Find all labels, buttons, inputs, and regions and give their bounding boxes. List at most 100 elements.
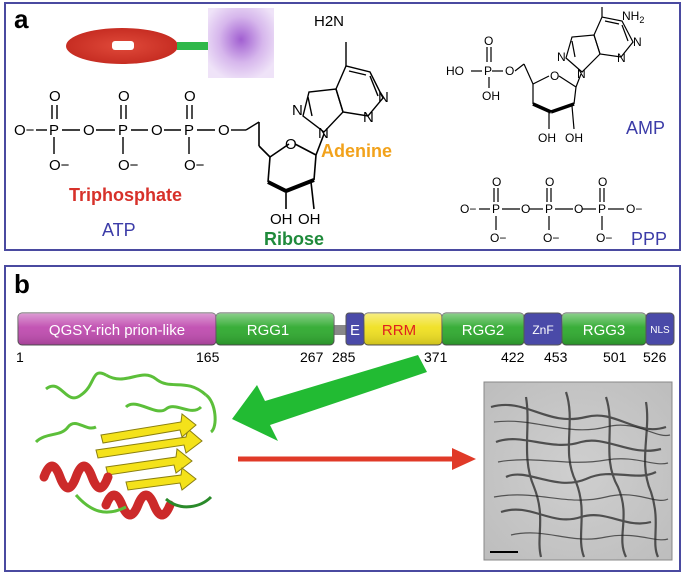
ppp-o-minus-left: O−	[460, 202, 476, 216]
atom-ribose-o: O	[285, 136, 297, 153]
panel-b-figure: QGSY-rich prion-like RGG1 E RRM RGG2 ZnF…	[16, 312, 675, 561]
adenine-cartoon-square	[208, 8, 274, 78]
electron-micrograph	[483, 381, 673, 561]
position-371: 371	[424, 349, 448, 365]
amp-label: AMP	[626, 118, 665, 138]
domain-znf-label: ZnF	[532, 323, 553, 337]
ppp-o-minus-bottom3: O−	[596, 231, 612, 245]
amp-o-top: O	[484, 34, 493, 48]
amp-o-bridge: O	[505, 64, 514, 78]
domain-rgg3-label: RGG3	[583, 322, 626, 339]
domain-nls-label: NLS	[650, 325, 670, 336]
atom-o-minus-left: O−	[14, 122, 35, 139]
atp-adenine-rings	[302, 42, 384, 133]
atp-adenine-atoms: N N N N H2N	[292, 13, 389, 142]
ppp-o-bridge2: O	[574, 202, 583, 216]
ppp-p3: P	[598, 202, 606, 216]
panel-b: b QGSY-rich prion-like RGG1 E	[4, 265, 681, 572]
ppp-o-minus-bottom1: O−	[490, 231, 506, 245]
ppp-o-bridge1: O	[521, 202, 530, 216]
domain-e-label: E	[350, 322, 360, 339]
green-arrow	[232, 355, 427, 441]
atom-o-minus-bottom2: O−	[118, 157, 139, 174]
amp-n9: N	[577, 67, 586, 81]
amp-n3: N	[617, 51, 626, 65]
panel-a: a P P P O O	[4, 2, 681, 251]
atp-oh-1: OH	[270, 211, 293, 228]
domain-architecture-bar: QGSY-rich prion-like RGG1 E RRM RGG2 ZnF…	[17, 312, 675, 346]
triphosphate-label: Triphosphate	[69, 185, 182, 205]
position-1: 1	[16, 349, 24, 365]
amp-ring-o: O	[550, 69, 559, 83]
atom-p2: P	[118, 122, 128, 139]
position-453: 453	[544, 349, 568, 365]
position-422: 422	[501, 349, 525, 365]
atom-o-bridge2: O	[151, 122, 163, 139]
atom-o-minus-bottom3: O−	[184, 157, 205, 174]
atp-triphosphate-structure: P P P O O O O O O O− O− O− O−	[14, 88, 230, 174]
domain-rgg1-label: RGG1	[247, 322, 290, 339]
ppp-atoms: O− P P P O O O− O O O O− O− O−	[460, 175, 642, 245]
atp-nh2-label: H2N	[314, 13, 344, 30]
atom-n1: N	[378, 89, 389, 106]
domain-rrm-gloss	[364, 313, 442, 345]
atp-label: ATP	[102, 220, 136, 240]
residue-positions: 1 165 267 285 371 422 453 501 526	[16, 349, 667, 365]
position-285: 285	[332, 349, 356, 365]
panel-b-label: b	[14, 269, 30, 299]
atp-oh-2: OH	[298, 211, 321, 228]
panel-a-chemistry: P P P O O O O O O O− O− O− O−	[14, 7, 667, 249]
amp-n7: N	[557, 50, 566, 64]
ppp-o-minus-bottom2: O−	[543, 231, 559, 245]
domain-linker	[334, 325, 348, 335]
position-501: 501	[603, 349, 627, 365]
rrm-ribbon-structure	[34, 371, 217, 520]
domain-rgg2-label: RGG2	[462, 322, 505, 339]
domain-qgsy-label: QGSY-rich prion-like	[49, 322, 185, 339]
ppp-o-top1: O	[492, 175, 501, 189]
atom-n9: N	[318, 125, 329, 142]
atp-triphosphate-bonds	[36, 105, 260, 154]
amp-oh-p: OH	[482, 89, 500, 103]
atom-p1: P	[49, 122, 59, 139]
position-267: 267	[300, 349, 324, 365]
amp-nh2-label: NH2	[622, 9, 644, 25]
domain-rgg2-gloss	[442, 313, 524, 345]
panel-a-label: a	[14, 4, 29, 34]
ppp-bonds	[479, 188, 624, 230]
position-165: 165	[196, 349, 220, 365]
ppp-p1: P	[492, 202, 500, 216]
atom-o-top1: O	[49, 88, 61, 105]
ppp-o-top3: O	[598, 175, 607, 189]
red-arrow-head	[452, 448, 476, 470]
domain-nls	[645, 312, 675, 346]
ppp-p2: P	[545, 202, 553, 216]
amp-ho-label: HO	[446, 64, 464, 78]
atom-o-bridge3: O	[218, 122, 230, 139]
ppp-label: PPP	[631, 229, 667, 249]
atom-p3: P	[184, 122, 194, 139]
ppp-o-minus-right: O−	[626, 202, 642, 216]
domain-rgg3-gloss	[562, 313, 646, 345]
atom-n7: N	[292, 102, 303, 119]
ppp-o-top2: O	[545, 175, 554, 189]
ribose-label: Ribose	[264, 229, 324, 249]
domain-rrm-label: RRM	[382, 322, 416, 339]
amp-atoms: HO P O OH O O OH OH N N N N	[446, 34, 642, 145]
atom-o-top2: O	[118, 88, 130, 105]
atp-cartoon	[66, 8, 274, 78]
amp-bonds	[471, 7, 634, 130]
amp-p: P	[484, 64, 492, 78]
domain-qgsy-gloss	[18, 313, 216, 345]
atom-o-top3: O	[184, 88, 196, 105]
atom-n3: N	[363, 109, 374, 126]
position-526: 526	[643, 349, 667, 365]
domain-rgg1-gloss	[216, 313, 334, 345]
cartoon-highlight	[112, 41, 134, 50]
atp-ribose-ring	[258, 122, 325, 210]
ribose-cartoon-linker	[177, 42, 209, 50]
adenine-label: Adenine	[321, 141, 392, 161]
atom-o-minus-bottom1: O−	[49, 157, 70, 174]
amp-n1: N	[633, 35, 642, 49]
atom-o-bridge1: O	[83, 122, 95, 139]
